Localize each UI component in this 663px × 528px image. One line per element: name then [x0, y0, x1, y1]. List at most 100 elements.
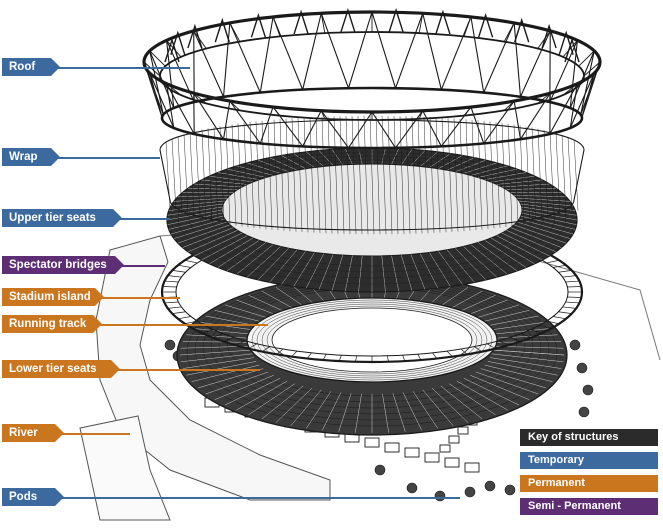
- light-tower: [340, 7, 356, 33]
- lower-tier-rib: [392, 393, 406, 432]
- bridge-segment: [202, 329, 214, 334]
- roof-strut: [562, 40, 578, 58]
- upper-tier-rib: [446, 157, 475, 171]
- roof-strut: [537, 30, 551, 49]
- running-track-inner: [271, 307, 473, 373]
- key-item-temporary: Temporary: [520, 452, 658, 469]
- wrap-strip: [387, 115, 393, 235]
- upper-tier-rib: [209, 237, 254, 265]
- wrap-strip: [471, 119, 477, 231]
- light-tower: [170, 30, 186, 56]
- roof-diagonal: [302, 13, 322, 90]
- roof-diagonal: [520, 92, 551, 140]
- lower-tier-rib: [480, 368, 547, 389]
- upper-tier-rib: [478, 168, 518, 178]
- upper-tier-row: [177, 151, 567, 285]
- tree: [569, 339, 581, 351]
- light-tower: [214, 17, 230, 43]
- bridge-segment: [562, 275, 577, 278]
- roof-strut: [320, 110, 326, 120]
- upper-tier-rib: [293, 252, 315, 287]
- wrap-strip: [249, 122, 255, 228]
- bridge-segment: [558, 270, 572, 273]
- upper-tier-rib: [519, 218, 574, 235]
- upper-tier-rib: [484, 172, 527, 180]
- wrap-strip: [555, 133, 561, 217]
- label-lower-tier-seats: Lower tier seats: [2, 360, 120, 378]
- lower-tier-rib: [475, 371, 539, 395]
- lower-tier-rib: [382, 393, 389, 433]
- roof-diagonal: [513, 22, 522, 97]
- bridge-segment: [558, 311, 572, 314]
- lower-tier-rib: [402, 392, 422, 431]
- wrap-strip: [459, 118, 465, 232]
- wrap-strip: [561, 134, 567, 216]
- roof-strut: [583, 61, 601, 77]
- track-lane: [251, 299, 493, 381]
- upper-tier-rib: [305, 151, 324, 167]
- upper-tier-row: [210, 163, 534, 267]
- lower-tier-rib: [186, 334, 257, 339]
- wrap-strip: [225, 125, 231, 225]
- bridge-segment: [546, 320, 560, 325]
- upper-tier-rib: [331, 255, 343, 291]
- bridge-segment: [248, 343, 257, 349]
- upper-tier-rib: [269, 249, 298, 283]
- roof-diagonal: [569, 50, 595, 109]
- roof-diagonal: [149, 50, 175, 109]
- roof-diagonal: [395, 110, 424, 149]
- label-roof: Roof: [2, 58, 60, 76]
- tree: [464, 486, 476, 498]
- wrap-strip: [309, 117, 315, 233]
- roof-diagonal: [348, 111, 373, 149]
- bridge-segment: [192, 325, 205, 329]
- upper-tier-rib: [217, 240, 260, 268]
- lower-tier-rib: [484, 364, 553, 382]
- wrap-outline: [159, 119, 585, 231]
- pod: [464, 462, 480, 473]
- wrap-strip: [183, 134, 189, 216]
- upper-tier-rib: [201, 179, 248, 185]
- wrap-strip: [189, 132, 195, 218]
- roof-diagonal: [229, 22, 261, 93]
- light-tower: [514, 17, 530, 43]
- upper-tier-rib: [173, 197, 228, 202]
- lower-tier-rib: [290, 389, 322, 426]
- bridge-segment: [520, 333, 532, 338]
- wrap-strip: [219, 126, 225, 224]
- lower-tier-rib: [261, 385, 304, 420]
- lower-tier-rib: [491, 353, 564, 363]
- lower-tier-rib: [491, 349, 565, 356]
- tree: [406, 482, 418, 494]
- upper-tier-rib: [269, 157, 298, 171]
- bridge-segment: [167, 306, 182, 309]
- leader-upper-tier-seats: [118, 218, 170, 220]
- wrap-strip: [525, 126, 531, 224]
- pod: [424, 452, 440, 463]
- roof-strut: [418, 110, 424, 120]
- upper-tier-rib: [501, 183, 550, 188]
- upper-tier-rib: [167, 212, 223, 225]
- roof-strut: [193, 30, 207, 49]
- bridge-segment: [553, 316, 567, 320]
- roof-strut: [193, 92, 207, 104]
- leader-pods: [60, 497, 460, 499]
- lower-tier-rib: [306, 391, 332, 429]
- trees-group: [164, 339, 594, 502]
- roof-diagonal: [320, 110, 349, 149]
- wrap-strip: [303, 117, 309, 233]
- roof-truss: [142, 7, 602, 150]
- roof-diagonal: [149, 72, 175, 129]
- upper-tier-rib: [258, 159, 289, 172]
- upper-tier-rib: [470, 165, 508, 176]
- roof-diagonal: [371, 111, 396, 149]
- roof-diagonal: [259, 106, 274, 144]
- bridge-segment: [530, 329, 542, 334]
- key-item-semi-permanent: Semi - Permanent: [520, 498, 658, 515]
- lower-tier-rib: [355, 393, 362, 433]
- lower-tier-rib: [490, 357, 562, 369]
- bridge-segment: [276, 348, 284, 355]
- lower-tier-rib: [431, 387, 469, 423]
- roof-strut: [166, 40, 182, 58]
